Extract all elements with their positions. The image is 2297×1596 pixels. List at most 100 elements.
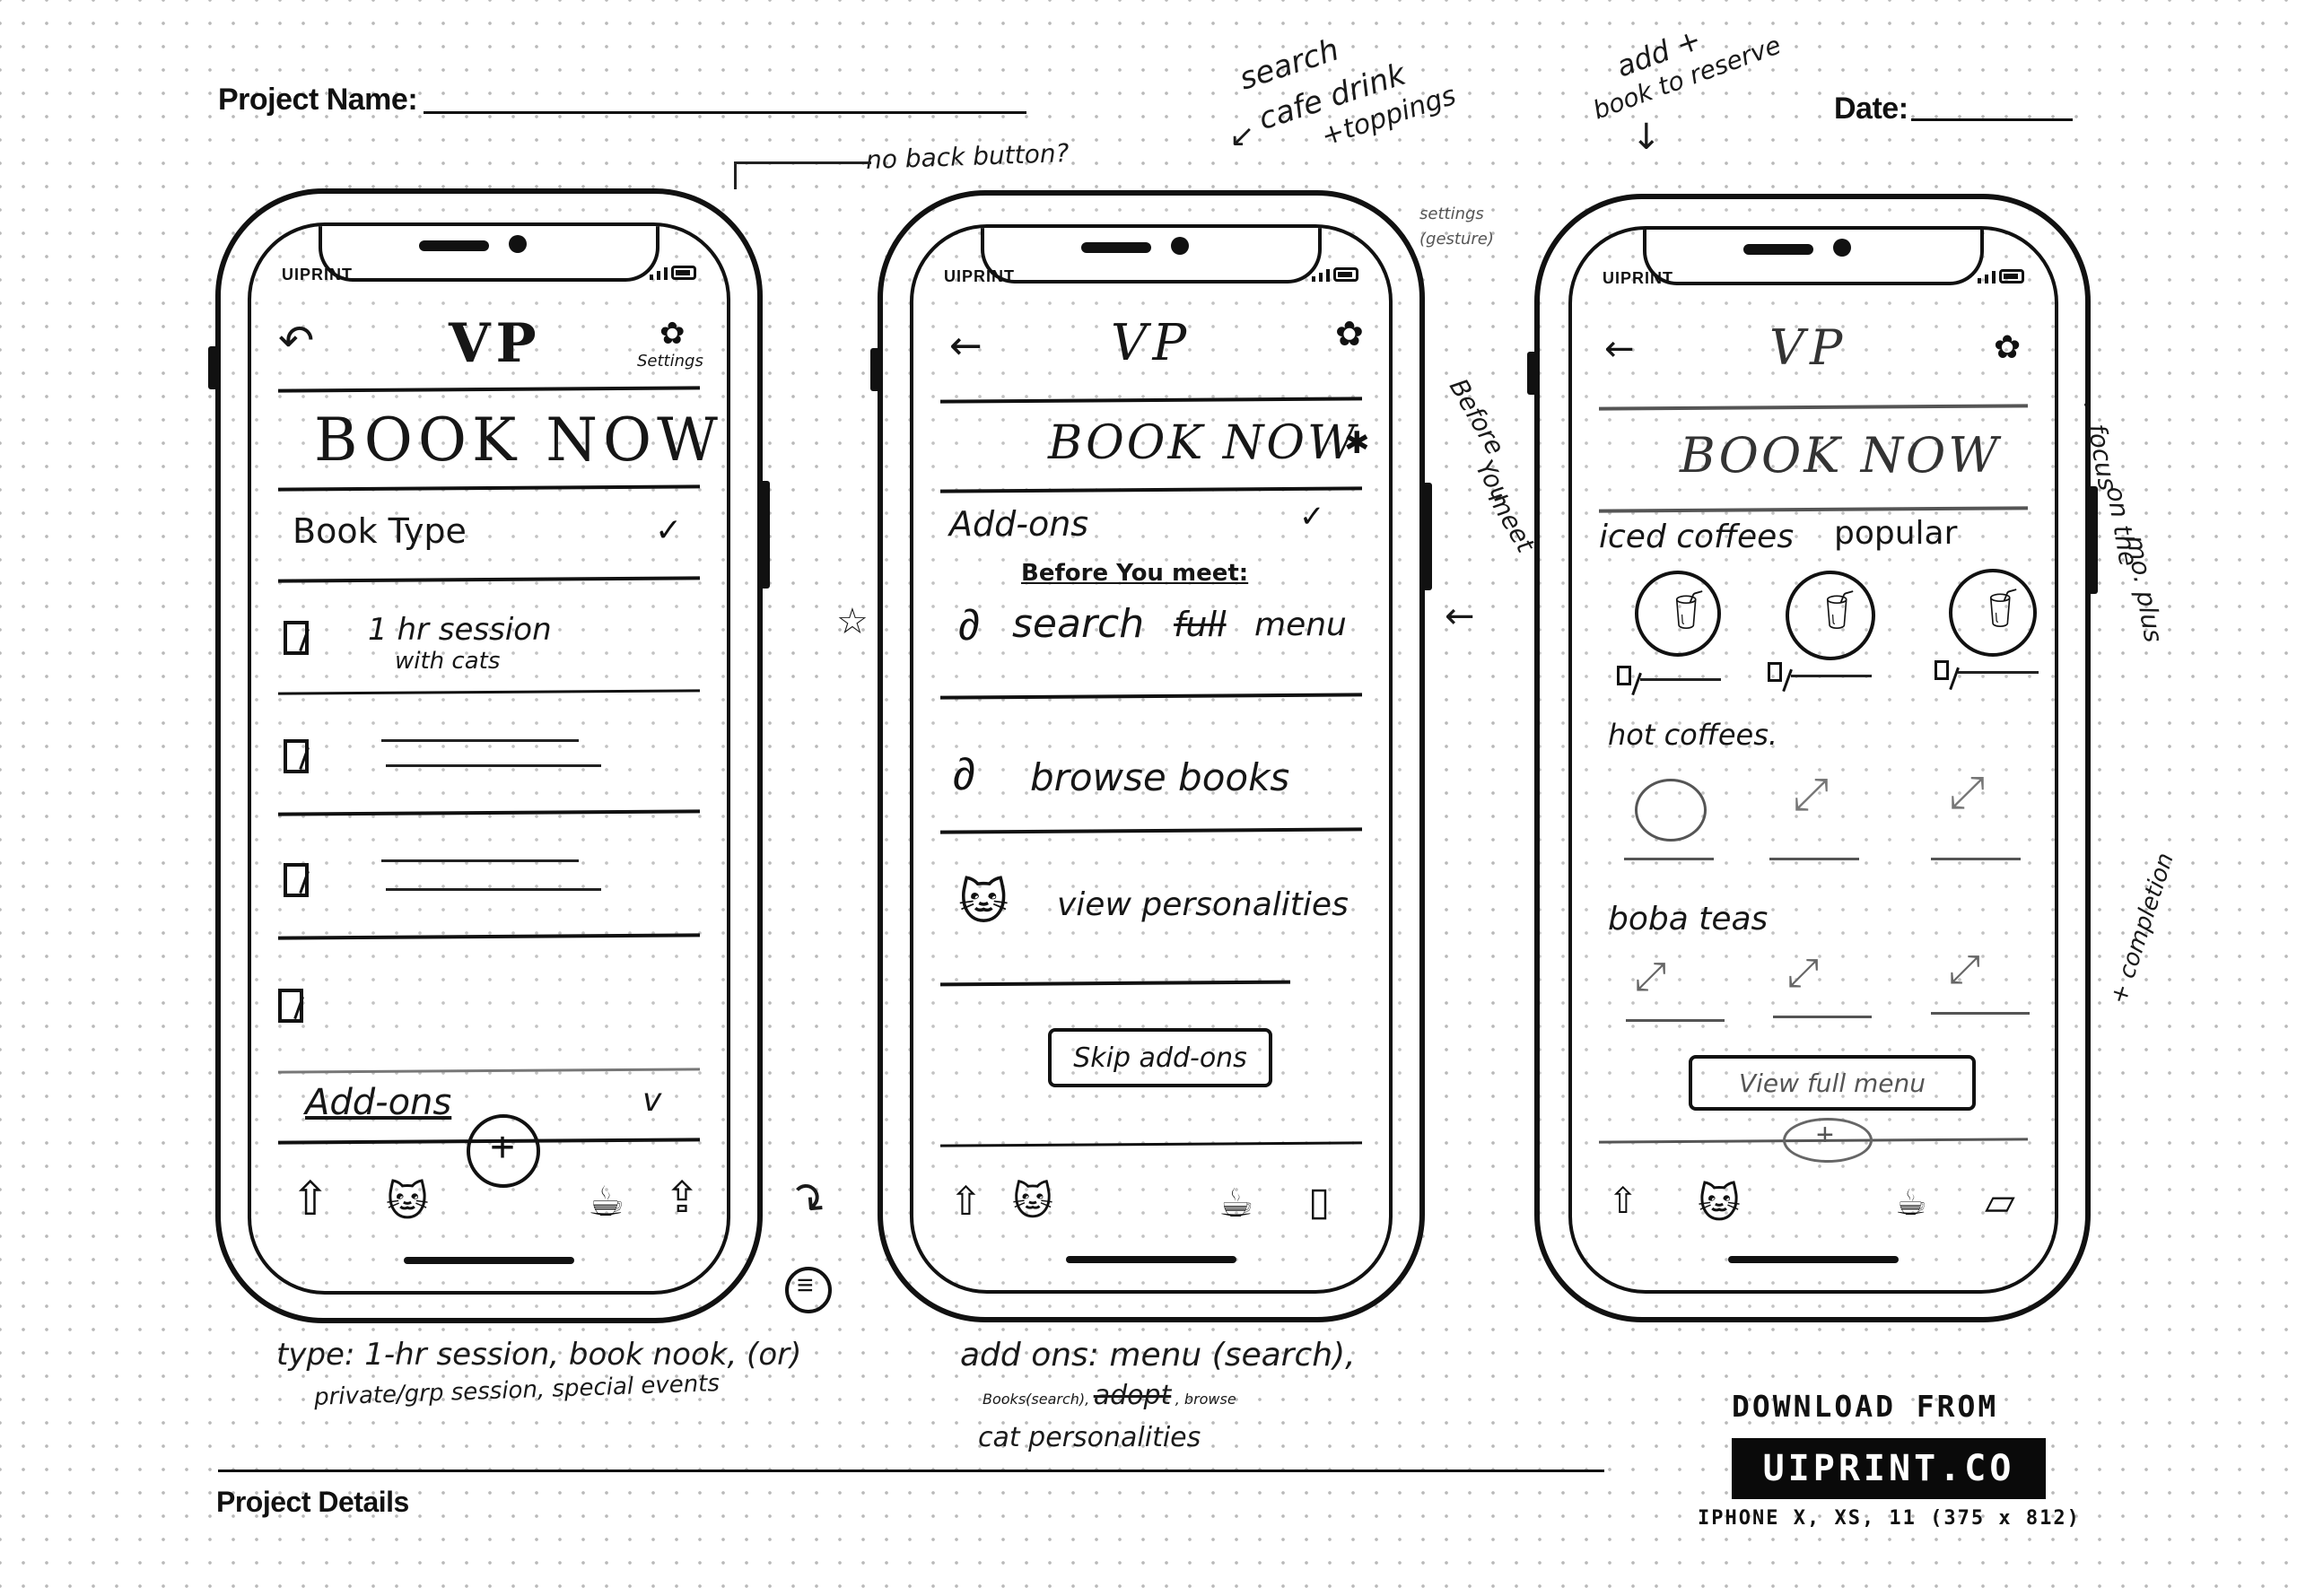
cat-icon[interactable]: 🐱︎	[1012, 1180, 1053, 1224]
browse-books-item[interactable]: ∂ browse books	[940, 748, 1371, 811]
cafe-icon[interactable]: ☕︎	[1218, 1182, 1254, 1225]
device-spec-label: IPHONE X, XS, 11 (375 x 812)	[1698, 1507, 2081, 1530]
phone1-home-indicator[interactable]	[404, 1257, 574, 1264]
phone1-logo: VP	[449, 312, 542, 375]
iced-drink-1[interactable]	[1635, 571, 1721, 657]
hot-drink-3[interactable]: ⤢	[1949, 767, 1985, 817]
no-back-bracket	[734, 161, 871, 189]
search-icon: ∂	[958, 602, 980, 650]
no-back-annotation: no back button?	[865, 138, 1070, 175]
phone2-logo: VP	[1111, 314, 1192, 372]
view-personalities-item[interactable]: 🐱︎ view personalities	[940, 874, 1380, 946]
placeholder-line	[1640, 678, 1721, 681]
search-menu-item[interactable]: ∂ search full menu	[940, 596, 1371, 658]
add-fab-button[interactable]	[1783, 1118, 1873, 1163]
divider	[939, 397, 1363, 404]
boba-drink-3[interactable]: ⤢	[1949, 947, 1981, 991]
cup-icon: 🥤︎	[1816, 589, 1865, 631]
book-icon[interactable]: ⇪	[664, 1174, 701, 1222]
signal-icon	[1312, 276, 1315, 282]
divider	[277, 933, 701, 940]
placeholder-line	[1958, 671, 2039, 674]
phone3-home-indicator[interactable]	[1728, 1256, 1899, 1263]
before-you-meet-annotation-1: Before	[1443, 373, 1511, 460]
phone3-camera	[1833, 239, 1851, 257]
phone2-title: BOOK NOW	[1048, 416, 1358, 470]
iced-select-3[interactable]	[1935, 660, 1949, 680]
plus-icon: +	[490, 1124, 516, 1172]
hot-drink-1[interactable]	[1635, 779, 1707, 842]
before-you-meet-annotation-3: meet	[1481, 485, 1541, 558]
iced-select-2[interactable]	[1768, 662, 1782, 682]
option-checkbox-1[interactable]	[284, 621, 309, 655]
phone1-status	[650, 266, 696, 280]
search-menu-suffix: menu	[1254, 606, 1347, 643]
back-arrow-icon[interactable]: ←	[949, 323, 983, 369]
project-name-label: Project Name:	[218, 83, 418, 117]
placeholder-line	[1769, 858, 1859, 860]
gear-icon[interactable]: ✿	[659, 317, 686, 351]
book-icon[interactable]: ▱	[1985, 1180, 2015, 1224]
boba-drink-2[interactable]: ⤢	[1787, 951, 1820, 995]
option-checkbox-2[interactable]	[284, 739, 309, 773]
completion-annotation: + completion	[2105, 850, 2179, 1007]
home-icon[interactable]: ⇧	[949, 1180, 983, 1224]
back-arrow-icon[interactable]: ←	[1604, 328, 1635, 370]
option1-line1: 1 hr session	[368, 612, 552, 648]
boba-drink-1[interactable]: ⤢	[1635, 955, 1667, 999]
add-fab-button[interactable]	[467, 1114, 540, 1188]
home-icon[interactable]: ⇧	[291, 1173, 330, 1225]
addons-section[interactable]: Add-ons v	[278, 1078, 709, 1132]
browse-books-label: browse books	[1030, 755, 1290, 799]
uiprint-brand-logo[interactable]: UIPRINT.CO	[1732, 1438, 2046, 1499]
search-menu-prefix: search	[1012, 601, 1145, 647]
skip-addons-button[interactable]: Skip add-ons	[1048, 1028, 1272, 1087]
divider	[277, 809, 701, 816]
menu-circle-icon	[785, 1267, 832, 1313]
gear-icon[interactable]: ✿	[1335, 316, 1364, 353]
placeholder-line	[381, 859, 579, 862]
phone2-brand: UIPRINT	[944, 267, 1015, 285]
down-arrow-icon: ↓	[1631, 117, 1662, 158]
iced-drink-2[interactable]	[1786, 571, 1875, 660]
view-full-menu-button[interactable]: View full menu	[1689, 1055, 1976, 1111]
bottom-note-1-line2: private/grp session, special events	[313, 1370, 721, 1411]
settings-gesture-annotation-2: (gesture)	[1419, 230, 1494, 249]
battery-icon	[1333, 267, 1358, 282]
cafe-icon[interactable]: ☕︎	[588, 1178, 625, 1225]
signal-icon	[650, 275, 653, 280]
divider	[939, 486, 1363, 493]
divider	[277, 1068, 701, 1074]
divider	[277, 689, 701, 695]
back-arrow-icon[interactable]: ↶	[278, 316, 315, 366]
bottom-note-2-struck: adopt	[1093, 1380, 1172, 1411]
phone1-screen: UIPRINT ↶ VP ✿ Settings BOOK NOW Book Ty…	[248, 222, 730, 1295]
book-type-section[interactable]: Book Type ✓	[278, 504, 709, 567]
book-icon[interactable]: ▯	[1308, 1180, 1331, 1224]
home-icon[interactable]: ⇧	[1608, 1182, 1638, 1221]
phone3-screen: UIPRINT ← VP ✿ BOOK NOW iced coffees pop…	[1568, 226, 2058, 1294]
addons-section[interactable]: Add-ons ✓	[940, 497, 1371, 551]
settings-label: Settings	[637, 352, 703, 371]
option-checkbox-3[interactable]	[284, 863, 309, 897]
hot-drink-2[interactable]: ⤢	[1793, 769, 1829, 819]
phone1-side-button-left	[208, 346, 219, 389]
divider	[939, 693, 1363, 700]
cafe-icon[interactable]: ☕︎	[1895, 1183, 1927, 1223]
cat-icon[interactable]: 🐱︎	[386, 1178, 429, 1225]
iced-select-1[interactable]	[1617, 666, 1631, 685]
chevron-down-icon: v	[642, 1082, 662, 1119]
gear-icon[interactable]: ✿	[1994, 328, 2022, 365]
view-full-menu-label: View full menu	[1738, 1068, 1926, 1098]
iced-drink-3[interactable]	[1949, 569, 2037, 657]
placeholder-line	[1773, 1016, 1872, 1018]
option-checkbox-4[interactable]	[278, 989, 303, 1023]
phone2-side-button-right	[1421, 483, 1432, 590]
phone2-home-indicator[interactable]	[1066, 1256, 1236, 1263]
bottom-note-2-books: Books(search),	[983, 1391, 1090, 1408]
cat-icon[interactable]: 🐱︎	[1698, 1180, 1741, 1226]
check-icon: ✓	[655, 511, 683, 548]
placeholder-line	[1626, 1019, 1725, 1022]
divider	[1598, 506, 2029, 513]
placeholder-line	[386, 764, 601, 767]
